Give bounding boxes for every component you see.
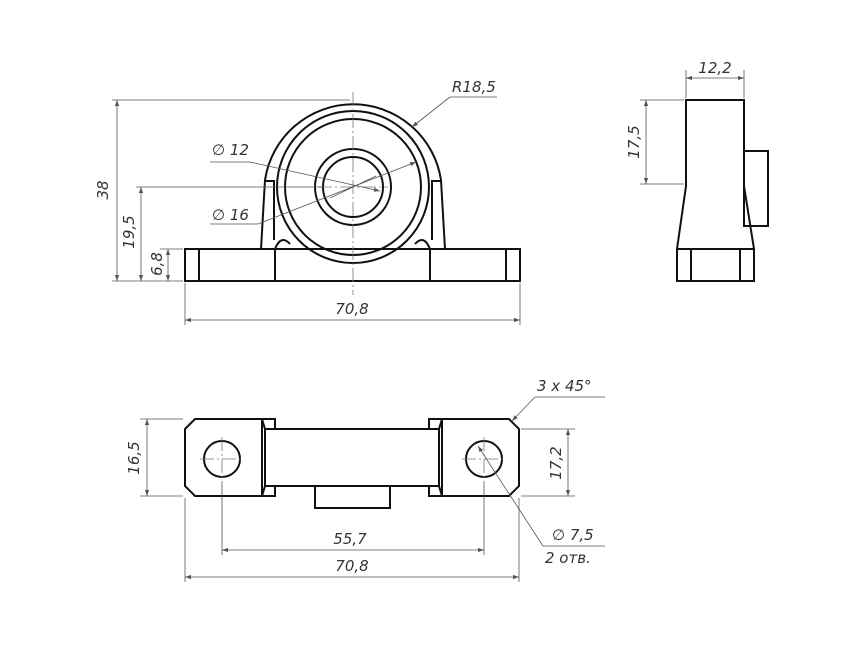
side-housing-outline [676, 99, 755, 282]
hole-dia-value: 7,5 [570, 526, 594, 544]
front-fillet-left [274, 239, 291, 250]
side-height-dimension: 17,5 [625, 125, 643, 158]
outer-dia-value: 16 [230, 206, 249, 224]
hole-count-note: 2 отв. [545, 549, 591, 567]
front-total-width-dimension: 70,8 [335, 300, 368, 318]
top-flange-right-bottom [428, 485, 444, 497]
top-total-width-dimension: 70,8 [335, 557, 368, 575]
outer-diameter-dimension: ∅ 16 [212, 206, 249, 224]
top-base-depth-left-dimension: 16,5 [125, 441, 143, 474]
top-flange-left-top [260, 418, 276, 430]
inner-diameter-dimension: ∅ 12 [212, 141, 249, 159]
side-depth-dimension: 12,2 [698, 59, 731, 77]
front-base-plate [184, 248, 521, 282]
top-flange-left-bottom [260, 485, 276, 497]
radius-dimension: R18,5 [452, 78, 496, 96]
inner-dia-leader-line [249, 161, 381, 192]
side-view: 12,2 17,5 [625, 59, 769, 282]
inner-dia-value: 12 [230, 141, 249, 159]
top-bearing-protrusion [314, 485, 391, 509]
total-height-dimension: 38 [94, 180, 112, 199]
hole-dia-leader-line [477, 445, 544, 547]
radius-leader-line [411, 96, 451, 128]
chamfer-dimension: 3 x 45° [537, 377, 592, 395]
top-flange-right-top [428, 418, 444, 430]
top-ear-right [441, 418, 520, 497]
hole-diameter-dimension: ∅ 7,5 [552, 526, 594, 544]
front-fillet-right [414, 239, 431, 250]
front-rib-left [265, 180, 275, 240]
hole-dia-symbol: ∅ [552, 526, 565, 544]
top-view: 3 x 45° 16,5 17,2 55,7 70,8 ∅ 7,5 2 отв. [125, 377, 605, 582]
inner-dia-symbol: ∅ [212, 141, 225, 159]
front-rib-right [431, 180, 441, 240]
top-ear-left [184, 418, 263, 497]
top-base-depth-right-dimension: 17,2 [547, 446, 565, 479]
outer-dia-symbol: ∅ [212, 206, 225, 224]
center-height-dimension: 19,5 [120, 215, 138, 248]
front-view: R18,5 ∅ 12 ∅ 16 38 19,5 6,8 70,8 [94, 78, 521, 325]
hole-spacing-dimension: 55,7 [333, 530, 367, 548]
side-bearing-protrusion [743, 150, 769, 227]
outer-dia-leader-line [257, 161, 417, 225]
base-height-dimension: 6,8 [148, 252, 166, 276]
chamfer-leader-line [511, 396, 536, 422]
